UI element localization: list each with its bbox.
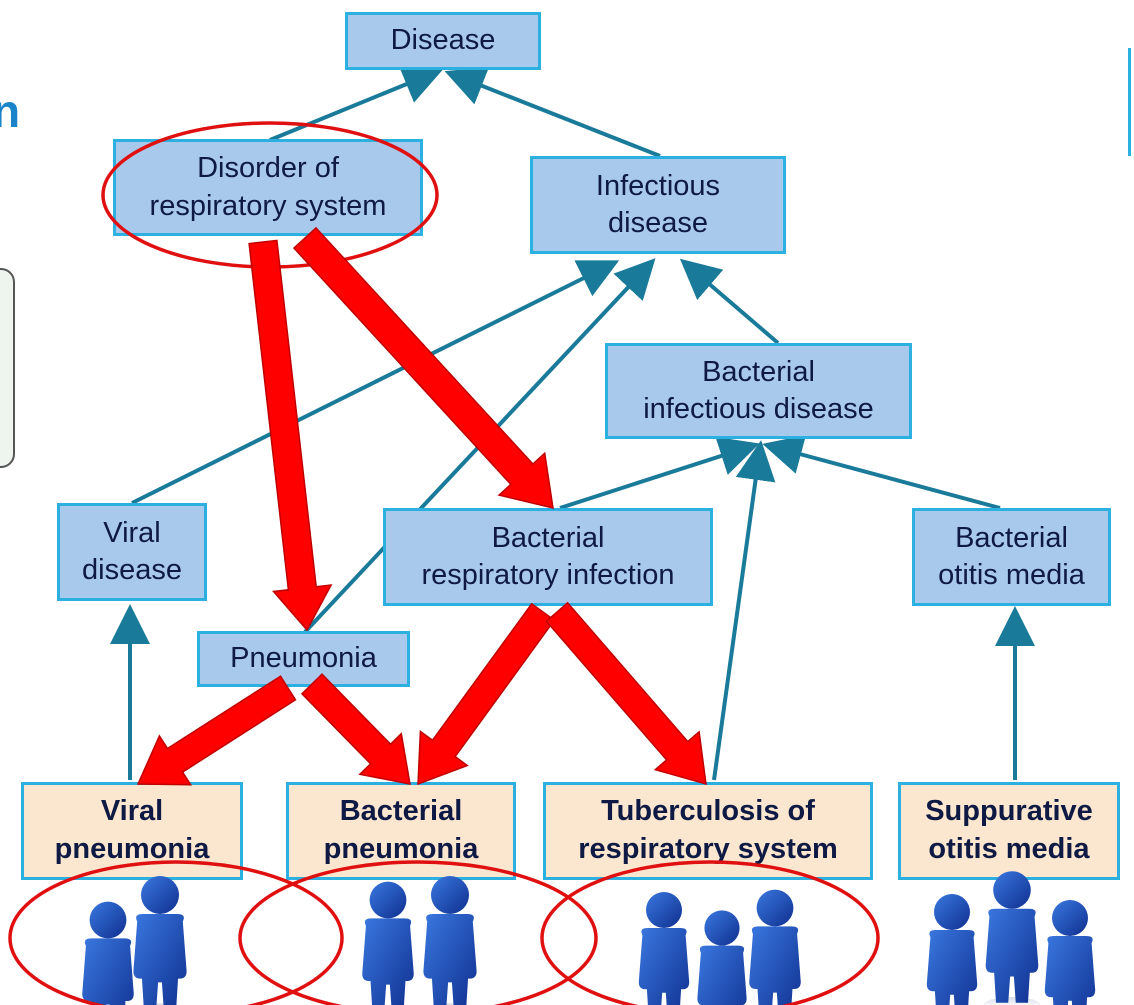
ellipse-tb-group — [540, 860, 880, 1005]
leaf-tb-line1: Tuberculosis of — [601, 795, 815, 828]
node-disorder-line2: respiratory system — [149, 189, 387, 222]
node-bacterial-respiratory-infection: Bacterial respiratory infection — [383, 508, 713, 606]
person-icon — [638, 892, 690, 1005]
leaf-suppurative-otitis-media: Suppurative otitis media — [898, 782, 1120, 880]
node-disorder-respiratory-system: Disorder of respiratory system — [113, 139, 423, 236]
leaf-bactpneu-line1: Bacterial — [339, 795, 463, 828]
edge-bactinf-to-infectious — [679, 258, 780, 345]
node-disorder-line1: Disorder of — [197, 152, 339, 185]
red-arrow-bactresp-to-tb — [545, 601, 707, 786]
node-pneumonia-label: Pneumonia — [230, 642, 377, 675]
node-disease-label: Disease — [390, 24, 496, 57]
node-bactresp-line2: respiratory infection — [421, 559, 675, 591]
node-infectious-disease: Infectious disease — [530, 156, 786, 254]
red-arrow-pneumonia-to-bactpneu — [300, 673, 411, 785]
person-icon — [697, 910, 747, 1005]
node-viral-disease: Viral disease — [57, 503, 207, 601]
red-arrow-disorder-to-bactresp — [292, 226, 554, 509]
edge-disorder-to-disease — [269, 65, 444, 142]
person-icon — [423, 876, 477, 1005]
node-bacterial-infectious-disease: Bacterial infectious disease — [605, 343, 912, 439]
leaf-viral-line2: pneumonia — [54, 833, 210, 865]
node-bacterial-otitis-media: Bacterial otitis media — [912, 508, 1111, 606]
red-arrow-disorder-to-pneumonia — [248, 239, 333, 632]
node-pneumonia: Pneumonia — [197, 631, 410, 687]
edge-infectious-to-disease — [444, 67, 661, 158]
edge-viral-to-infectious — [131, 260, 620, 505]
leaf-bactpneu-line2: pneumonia — [323, 833, 479, 865]
edge-tb-to-bactinf — [712, 440, 776, 781]
leaf-tb-line2: respiratory system — [578, 833, 838, 865]
node-disease: Disease — [345, 12, 541, 70]
node-otitis-line1: Bacterial — [955, 521, 1068, 554]
ellipse-viral-pneumonia-group — [8, 860, 344, 1005]
node-bactinf-line1: Bacterial — [702, 355, 815, 388]
patient-groups — [82, 871, 1096, 1005]
ellipse-bacterial-pneumonia-group — [238, 860, 598, 1005]
slide-title-fragment: n — [0, 85, 21, 137]
person-icon — [926, 894, 978, 1005]
edge-bactresp-to-bactinf — [559, 436, 760, 510]
hierarchy-edges — [110, 65, 1035, 781]
red-arrow-pneumonia-to-viralpneu — [136, 675, 297, 786]
leaf-viral-line1: Viral — [100, 795, 164, 828]
node-infectious-line1: Infectious — [595, 169, 721, 202]
red-arrow-bactresp-to-bactpneu — [417, 602, 556, 786]
person-icon — [82, 901, 134, 1005]
node-viral-line2: disease — [82, 554, 182, 586]
leaf-supp-line1: Suppurative — [925, 795, 1093, 828]
right-panel-edge — [1128, 48, 1131, 156]
node-otitis-line2: otitis media — [938, 559, 1085, 591]
person-icon — [362, 881, 414, 1005]
person-icon — [133, 876, 187, 1005]
person-icon — [983, 871, 1041, 1005]
node-bactinf-line2: infectious disease — [643, 393, 874, 425]
highlight-arrows — [136, 226, 707, 786]
node-bactresp-line1: Bacterial — [491, 521, 605, 554]
person-icon — [749, 889, 801, 1005]
person-icon — [1044, 900, 1096, 1005]
highlight-ellipses — [8, 121, 880, 1005]
edge-otitis-to-bactinf — [762, 435, 1001, 510]
node-infectious-line2: disease — [608, 207, 708, 239]
node-viral-line1: Viral — [103, 516, 161, 549]
leaf-supp-line2: otitis media — [928, 833, 1090, 865]
